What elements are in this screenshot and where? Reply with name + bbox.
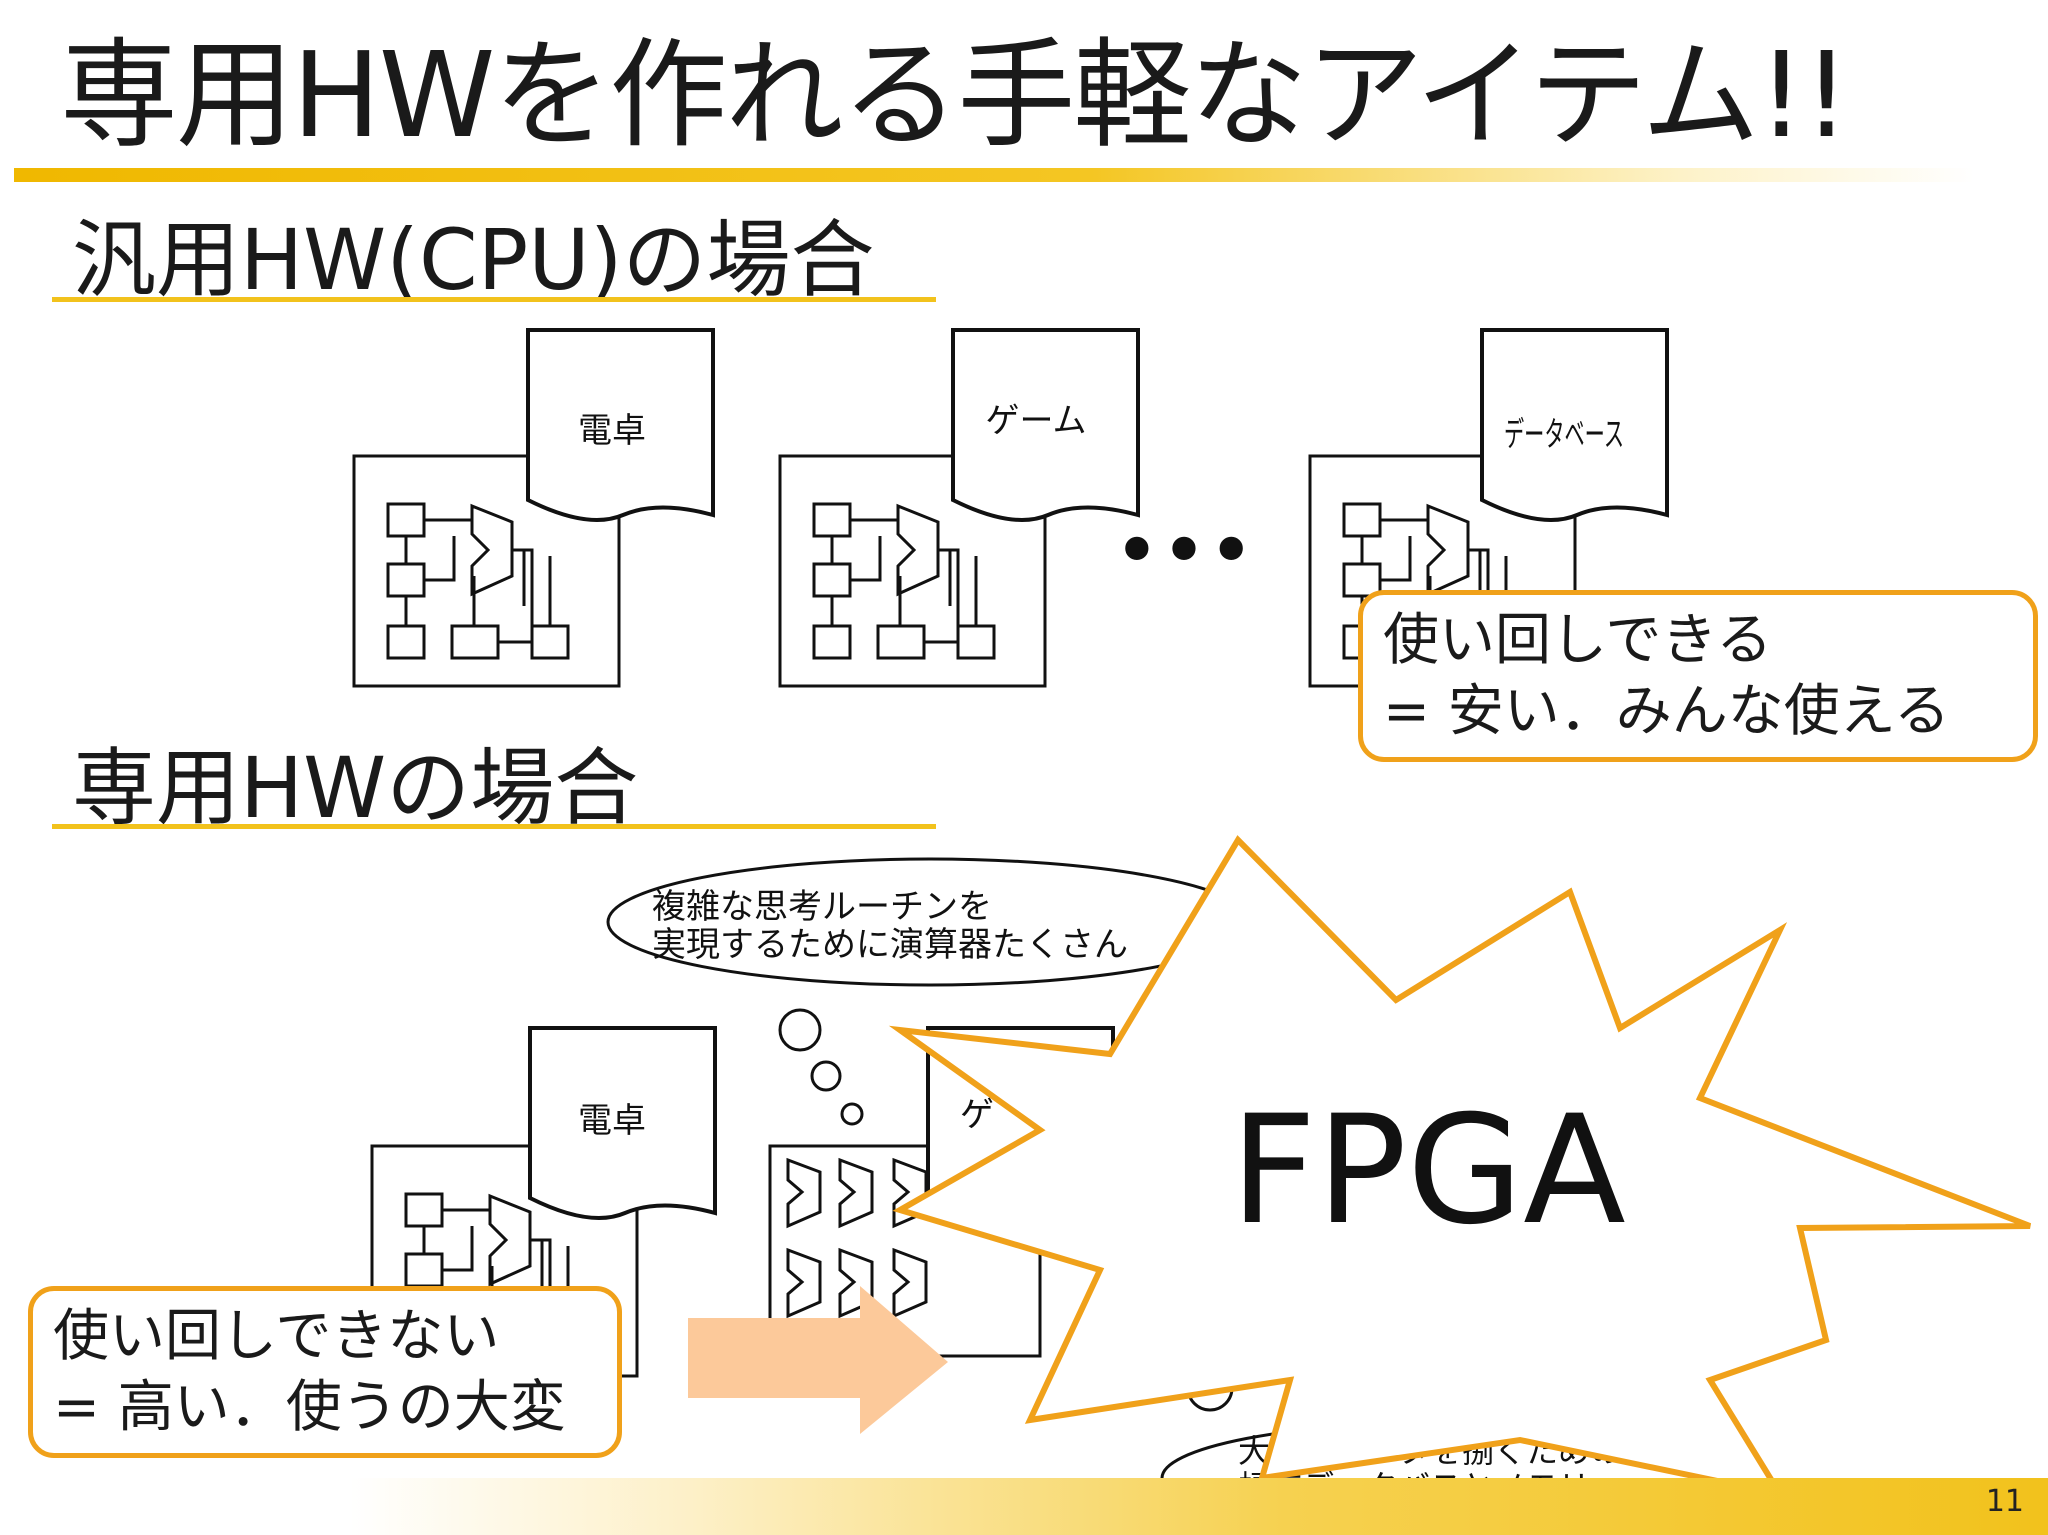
callout-not-reusable-line2: = 高い．使うの大変 bbox=[53, 1375, 566, 1441]
callout-not-reusable-line1: 使い回しできない bbox=[53, 1304, 500, 1369]
title-underline bbox=[14, 168, 1974, 182]
thought-dot-small bbox=[840, 1102, 864, 1126]
thought-dot-large bbox=[778, 1008, 822, 1052]
page-number: 11 bbox=[1985, 1484, 2024, 1519]
program-label-database: データベース bbox=[1504, 415, 1624, 455]
ellipsis-dots: ••• bbox=[1113, 504, 1255, 597]
fpga-label: FPGA bbox=[1230, 1084, 1626, 1258]
program-label-game: ゲーム bbox=[986, 401, 1087, 441]
section-general-underline bbox=[52, 297, 936, 302]
thought-top-line2: 実現するために演算器たくさん bbox=[652, 925, 1128, 965]
dedicated-label-game: ゲ bbox=[960, 1095, 994, 1135]
footer-bar bbox=[350, 1478, 2048, 1535]
callout-not-reusable: 使い回しできない = 高い．使うの大変 bbox=[28, 1286, 622, 1458]
thought-dot-mid bbox=[810, 1060, 842, 1092]
dedicated-label-calc: 電卓 bbox=[578, 1101, 646, 1141]
callout-reusable-line2: = 安い．みんな使える bbox=[1383, 679, 1951, 745]
callout-reusable: 使い回しできる = 安い．みんな使える bbox=[1358, 590, 2038, 762]
program-label-calc: 電卓 bbox=[578, 411, 646, 451]
section-dedicated-heading: 専用HWの場合 bbox=[72, 739, 639, 837]
callout-reusable-line1: 使い回しできる bbox=[1383, 608, 1773, 673]
section-dedicated-underline bbox=[52, 824, 936, 829]
section-general-heading: 汎用HW(CPU)の場合 bbox=[72, 211, 875, 309]
slide-title: 専用HWを作れる手軽なアイテム!! bbox=[60, 26, 1850, 164]
thought-top-line1: 複雑な思考ルーチンを bbox=[652, 887, 992, 927]
arrow-right-icon bbox=[688, 1286, 948, 1434]
